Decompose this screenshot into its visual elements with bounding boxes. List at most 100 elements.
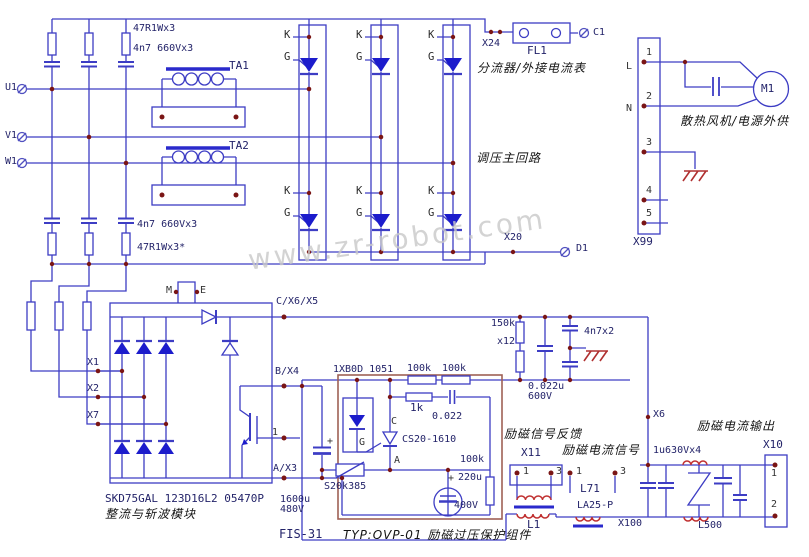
coil-windings xyxy=(516,460,709,522)
label-zener-1xb0d: 1XB0D 1051 xyxy=(333,364,394,375)
terminal-c1: C1 xyxy=(593,27,606,38)
label-r-100k-3: 100k xyxy=(460,454,485,465)
label-gate-1: 1 xyxy=(272,427,279,438)
label-varistor: S20k385 xyxy=(324,481,367,492)
note-excitation-output: 励磁电流输出 xyxy=(697,419,776,433)
terminal-x1: X1 xyxy=(87,357,100,368)
dc-terminal-icons xyxy=(559,27,590,258)
label-fl1: FL1 xyxy=(527,44,547,57)
label-k: K xyxy=(428,185,435,197)
label-g: G xyxy=(284,207,291,219)
ovp-block xyxy=(322,374,503,520)
label-x6: X6 xyxy=(653,409,666,420)
phase-terminal-icons xyxy=(16,83,28,169)
x11-pin-1: 1 xyxy=(523,466,530,477)
label-c-4n7x2: 4n7x2 xyxy=(584,326,615,337)
label-r-100k-2: 100k xyxy=(442,363,467,374)
label-x24: X24 xyxy=(482,38,501,49)
label-x12: x12 xyxy=(497,336,516,347)
ground-icon-fan xyxy=(682,170,708,182)
label-cap220-polarity: + xyxy=(448,473,455,484)
x99-pin-3: 3 xyxy=(646,137,653,148)
label-e: E xyxy=(200,285,207,296)
ta1-current-transformer xyxy=(151,67,246,128)
label-ta1: TA1 xyxy=(229,59,249,72)
fl1-shunt xyxy=(512,22,571,44)
label-ta2: TA2 xyxy=(229,139,249,152)
input-network xyxy=(26,18,578,425)
terminal-w1: W1 xyxy=(5,156,18,167)
terminal-x2: X2 xyxy=(87,383,100,394)
label-c-x6-x5: C/X6/X5 xyxy=(276,296,319,307)
label-m: M xyxy=(166,285,173,296)
label-snubber2-r: 47R1Wx3* xyxy=(137,242,186,253)
label-x10: X10 xyxy=(763,438,783,451)
label-scr-c: C xyxy=(391,416,398,427)
label-l500: L500 xyxy=(698,520,723,531)
label-module-part: SKD75GAL 123D16L2 05470P xyxy=(105,492,264,505)
label-x11: X11 xyxy=(521,446,541,459)
junction-dots xyxy=(49,29,778,519)
divider-chain xyxy=(515,317,586,380)
note-excitation-signal: 励磁电流信号 xyxy=(562,443,641,457)
label-neutral-n: N xyxy=(626,103,633,114)
l71-pin-3: 3 xyxy=(620,466,627,477)
chopper-modules xyxy=(293,19,560,261)
label-cap-polarity: + xyxy=(327,436,334,447)
x10-pin-2: 2 xyxy=(771,499,778,510)
rectifier-module xyxy=(98,281,649,540)
label-l71: L71 xyxy=(580,482,600,495)
label-k: K xyxy=(356,185,363,197)
label-cap-220u: 220u xyxy=(458,472,483,483)
label-x100: X100 xyxy=(618,518,643,529)
label-line-l: L xyxy=(626,61,633,72)
label-module-name: 整流与斩波模块 xyxy=(105,507,197,521)
terminal-x7: X7 xyxy=(87,410,100,421)
x99-pin-4: 4 xyxy=(646,185,653,196)
label-cap-400v: 400V xyxy=(454,500,479,511)
label-g: G xyxy=(428,51,435,63)
label-la25p: LA25-P xyxy=(577,500,614,511)
label-cap-1600u: 1600u xyxy=(280,494,311,505)
label-g: G xyxy=(284,51,291,63)
label-g: G xyxy=(428,207,435,219)
x99-fan-circuit xyxy=(637,37,790,235)
ta2-current-transformer xyxy=(151,146,246,206)
label-c-0022u: 0.022u xyxy=(528,381,565,392)
label-scr-part: CS20-1610 xyxy=(402,434,457,445)
label-fis-31: FIS-31 xyxy=(279,527,323,541)
label-cap-1u630v: 1u630Vx4 xyxy=(653,445,702,456)
label-snubber-r: 47R1Wx3 xyxy=(133,23,176,34)
x11-pin-3: 3 xyxy=(556,466,563,477)
label-scr-gate-g: G xyxy=(359,437,366,448)
label-ovp-type: TYP:OVP-01 励磁过压保护组件 xyxy=(343,528,532,542)
label-k: K xyxy=(428,29,435,41)
terminal-d1: D1 xyxy=(576,243,589,254)
note-fan: 散热风机/电源外供 xyxy=(680,114,790,128)
x99-pin-5: 5 xyxy=(646,208,653,219)
label-k: K xyxy=(284,29,291,41)
label-r-1k: 1k xyxy=(410,401,424,414)
label-r-150k: 150k xyxy=(491,318,516,329)
label-g: G xyxy=(356,51,363,63)
x99-pin-1: 1 xyxy=(646,47,653,58)
note-main-circuit: 调压主回路 xyxy=(476,151,542,165)
label-c-600v: 600V xyxy=(528,391,553,402)
label-x20: X20 xyxy=(504,232,523,243)
x99-pin-2: 2 xyxy=(646,91,653,102)
label-a-x3: A/X3 xyxy=(273,463,298,474)
label-b-x4: B/X4 xyxy=(275,366,300,377)
x10-pin-1: 1 xyxy=(771,468,778,479)
label-c-0022: 0.022 xyxy=(432,411,463,422)
label-k: K xyxy=(356,29,363,41)
label-l1: L1 xyxy=(527,518,541,531)
note-excitation-feedback: 励磁信号反馈 xyxy=(504,427,583,441)
ground-icon-divider xyxy=(583,350,608,362)
terminal-v1: V1 xyxy=(5,130,18,141)
label-k: K xyxy=(284,185,291,197)
l71-pin-1: 1 xyxy=(576,466,583,477)
terminal-u1: U1 xyxy=(5,82,18,93)
label-snubber2-c: 4n7 660Vx3 xyxy=(137,219,198,230)
